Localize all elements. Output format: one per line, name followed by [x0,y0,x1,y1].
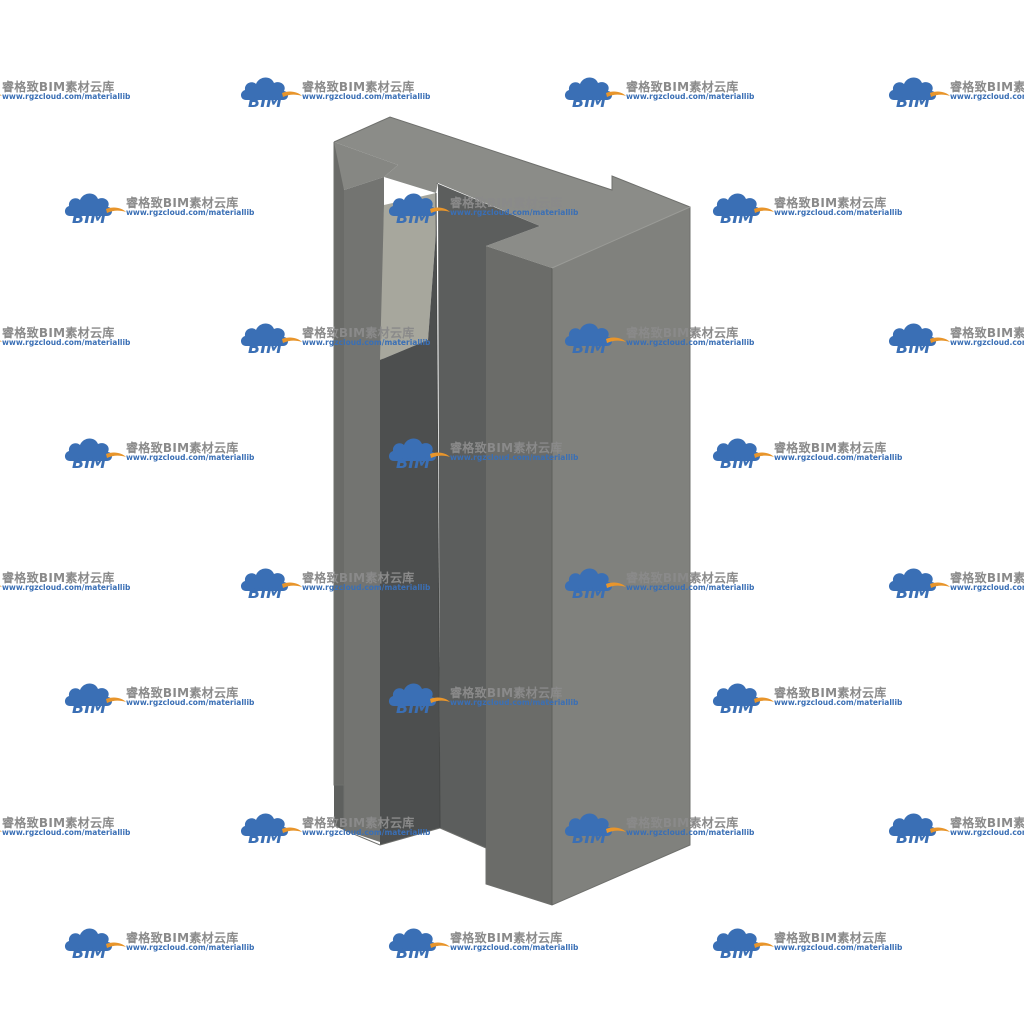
left-flange-top [334,142,398,190]
model-edges [333,116,691,906]
right-flange-ledge [486,246,552,905]
inner-web-light [380,193,436,360]
edge-top-right [551,206,691,269]
top-face [334,117,690,268]
edge-web [435,192,441,829]
left-outer-face [334,142,344,785]
right-outer-face [552,207,690,905]
left-flange-front [344,177,384,842]
web-face [436,183,540,848]
bottom-notch [334,785,344,830]
